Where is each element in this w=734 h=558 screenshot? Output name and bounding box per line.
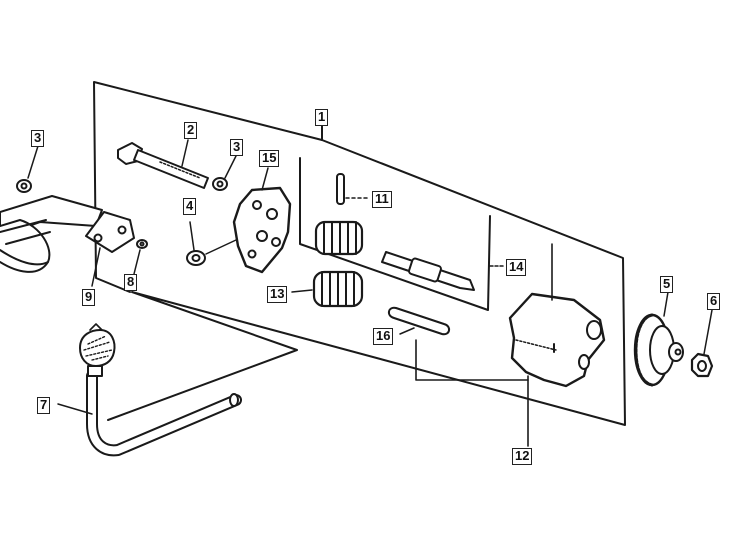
drive-gear: [633, 291, 684, 387]
pump-gear-lower: [291, 270, 364, 308]
strainer: [79, 323, 116, 377]
callout-12: 12: [512, 448, 533, 465]
washer-3a: [16, 179, 32, 193]
callout-leader-13: [291, 289, 313, 293]
callout-leader-6: [703, 309, 713, 355]
nut: [690, 309, 714, 378]
callout-leader-12a: [415, 339, 529, 381]
callout-3a: 3: [31, 130, 45, 147]
callout-leader-3b: [224, 155, 237, 179]
pump-gear-upper: [314, 220, 364, 256]
oil-pipe: [57, 370, 242, 457]
callout-16: 16: [373, 328, 394, 345]
washer-4: [186, 250, 206, 266]
callout-13: 13: [267, 286, 288, 303]
pump-body: [508, 292, 606, 388]
callout-leader-2: [181, 139, 189, 167]
callout-11: 11: [372, 191, 392, 208]
pin: [336, 173, 345, 205]
washer-3b: [212, 177, 228, 191]
callout-8: 8: [124, 274, 138, 291]
callout-15: 15: [259, 150, 280, 167]
sub-frame: [299, 157, 491, 311]
callout-leader-3a: [27, 145, 39, 179]
callout-9: 9: [82, 289, 96, 306]
oil-pickup: [0, 195, 148, 287]
callout-1: 1: [315, 109, 329, 126]
callout-6: 6: [707, 293, 721, 310]
pump-cover: [232, 167, 292, 274]
callout-leader-5: [663, 291, 669, 317]
callout-5: 5: [660, 276, 674, 293]
callout-14: 14: [506, 259, 527, 276]
callout-7: 7: [37, 397, 51, 414]
bolt: [117, 139, 209, 189]
callout-3b: 3: [230, 139, 244, 156]
callout-4: 4: [183, 198, 197, 215]
callout-leader-9: [91, 247, 101, 287]
dowel-pin: [388, 306, 450, 336]
callout-leader-15: [261, 167, 269, 191]
callout-2: 2: [184, 122, 198, 139]
washer-8: [136, 239, 148, 249]
pump-shaft: [381, 251, 505, 291]
callout-leader-7: [57, 403, 93, 415]
callout-leader-4: [189, 221, 195, 251]
callout-leader-16: [399, 327, 415, 335]
callout-leader-8: [133, 249, 141, 275]
